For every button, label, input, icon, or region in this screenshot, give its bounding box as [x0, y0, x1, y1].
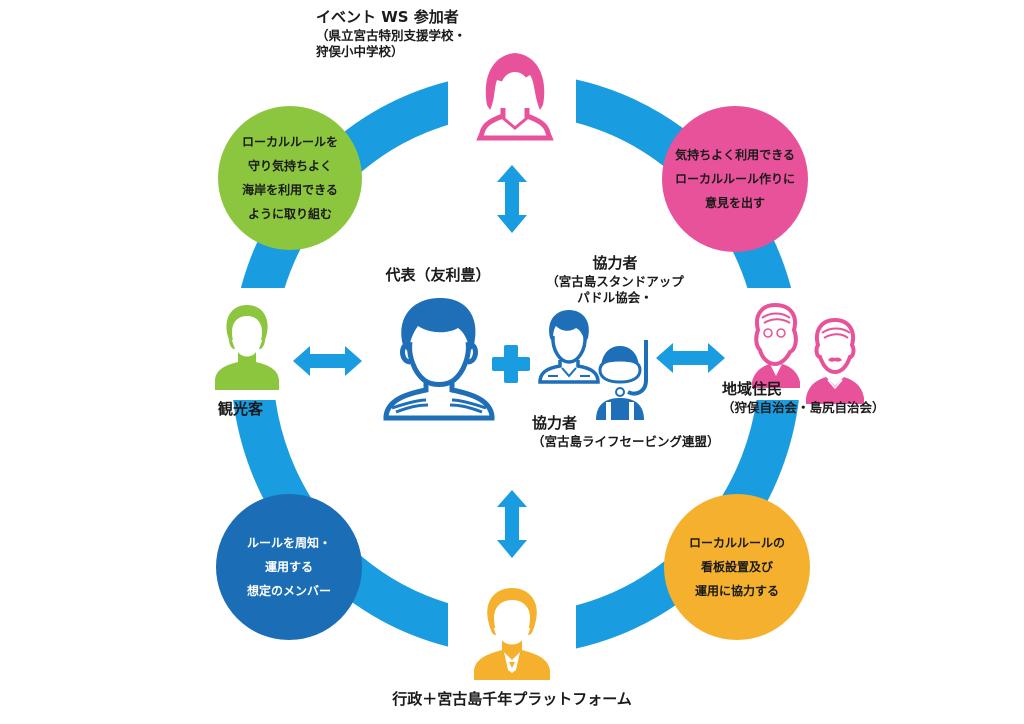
- female-person-icon: [476, 53, 554, 141]
- label-lifesaving-partner: 協力者 （宮古島ライフセービング連盟）: [532, 414, 720, 450]
- bubble-line: 守り気持ちよく: [247, 159, 332, 173]
- government-person-icon: [474, 588, 550, 680]
- tourist-person-icon: [215, 305, 279, 390]
- bubble-participant-role: 気持ちよく利用できる ローカルルール作りに 意見を出す: [662, 106, 808, 252]
- label-title: イベント WS 参加者: [316, 8, 459, 26]
- diver-snorkel-icon: [596, 340, 648, 420]
- bubble-line: 運用に協力する: [694, 584, 779, 598]
- label-government: 行政＋宮古島千年プラットフォーム: [362, 690, 662, 710]
- bubble-line: 気持ちよく利用できる: [675, 148, 795, 162]
- label-title: 協力者: [532, 414, 578, 432]
- label-title: 協力者: [592, 254, 638, 272]
- label-leader: 代表（友利豊）: [378, 266, 498, 286]
- label-title: 地域住民: [722, 380, 783, 398]
- arrow-vertical-top: [497, 165, 527, 233]
- leader-person-icon: [383, 298, 495, 421]
- bubble-line: ローカルルールを: [241, 135, 338, 149]
- bubble-line: ように取り組む: [247, 207, 332, 221]
- label-sub: （県立宮古特別支援学校・: [316, 27, 467, 43]
- bubble-tourist-role: ローカルルールを 守り気持ちよく 海岸を利用できる ように取り組む: [218, 106, 362, 250]
- plus-icon: [492, 345, 530, 383]
- bubble-line: ルールを周知・: [246, 536, 331, 550]
- bubble-line: 海岸を利用できる: [242, 183, 338, 197]
- bubble-line: 想定のメンバー: [246, 584, 331, 598]
- elderly-couple-icon: [752, 302, 864, 404]
- label-tourists: 観光客: [218, 400, 263, 420]
- label-sup-partner: 協力者 （宮古島スタンドアップ パドル協会・: [530, 254, 700, 306]
- label-sub: （狩俣自治会・島尻自治会）: [722, 399, 885, 415]
- label-sub: 狩俣小中学校）: [316, 43, 404, 59]
- bubble-line: 看板設置及び: [700, 560, 773, 574]
- label-sub: （宮古島スタンドアップ: [546, 273, 684, 289]
- bubble-line: ローカルルール作りに: [674, 172, 795, 186]
- label-residents: 地域住民 （狩俣自治会・島尻自治会）: [722, 380, 885, 416]
- bubble-line: 意見を出す: [704, 196, 765, 210]
- label-event-participants: イベント WS 参加者 （県立宮古特別支援学校・ 狩俣小中学校）: [316, 8, 466, 60]
- label-sub: （宮古島ライフセービング連盟）: [532, 433, 720, 449]
- label-sub: パドル協会・: [577, 289, 653, 305]
- arrow-horizontal-left: [293, 346, 362, 376]
- bubble-line: ローカルルールの: [688, 536, 785, 550]
- label-title: 観光客: [218, 400, 264, 418]
- sup-partner-person-icon: [538, 310, 600, 384]
- bubble-government-role: ローカルルールの 看板設置及び 運用に協力する: [664, 494, 810, 640]
- arrow-vertical-bottom: [497, 490, 527, 558]
- label-title: 行政＋宮古島千年プラットフォーム: [392, 690, 632, 708]
- label-title: 代表（友利豊）: [385, 266, 491, 284]
- bubble-member-description: ルールを周知・ 運用する 想定のメンバー: [216, 494, 362, 640]
- arrow-horizontal-right: [656, 343, 725, 373]
- bubble-line: 運用する: [264, 560, 313, 574]
